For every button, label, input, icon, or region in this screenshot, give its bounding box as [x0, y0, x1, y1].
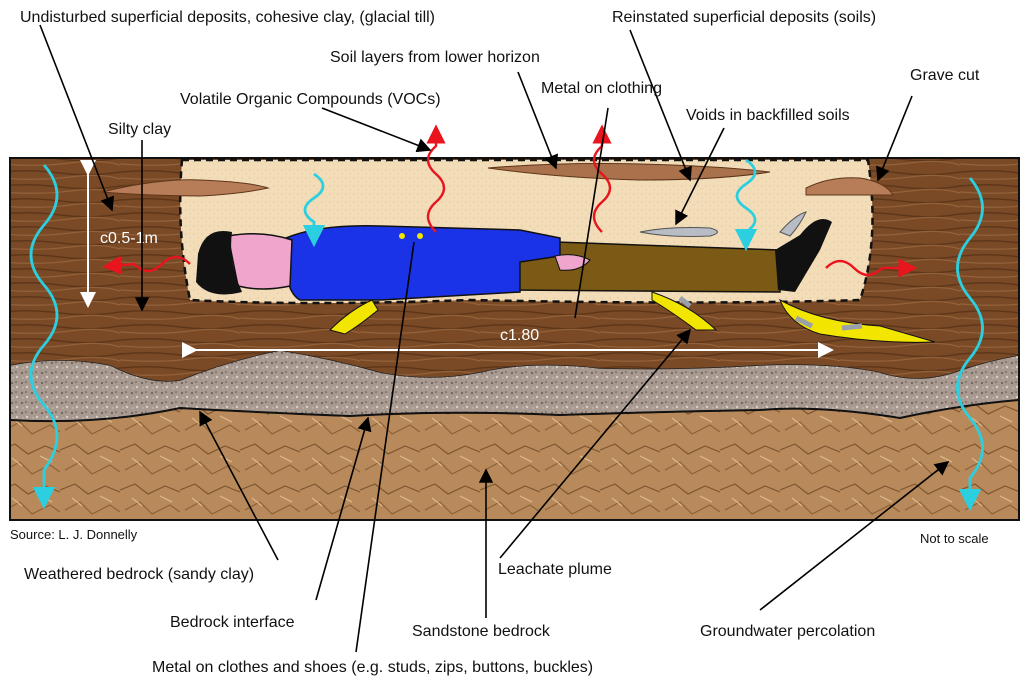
face — [228, 234, 292, 289]
button — [417, 233, 423, 239]
label-grave-cut: Grave cut — [910, 67, 980, 84]
label-weathered-bedrock: Weathered bedrock (sandy clay) — [24, 566, 254, 583]
label-metal-on-clothing: Metal on clothing — [541, 80, 662, 97]
label-not-to-scale: Not to scale — [920, 531, 989, 546]
label-metal-on-clothes-shoes: Metal on clothes and shoes (e.g. studs, … — [152, 659, 593, 676]
label-source: Source: L. J. Donnelly — [10, 527, 138, 542]
label-sandstone-bedrock: Sandstone bedrock — [412, 623, 551, 640]
label-silty-clay: Silty clay — [108, 121, 171, 138]
label-vocs: Volatile Organic Compounds (VOCs) — [180, 91, 441, 108]
label-soil-layers: Soil layers from lower horizon — [330, 49, 540, 66]
label-reinstated-deposits: Reinstated superficial deposits (soils) — [612, 9, 876, 26]
length-label: c1.80 — [500, 327, 539, 344]
label-leachate-plume: Leachate plume — [498, 561, 612, 578]
depth-label: c0.5-1m — [100, 230, 158, 247]
label-voids: Voids in backfilled soils — [686, 107, 850, 124]
button — [399, 233, 405, 239]
label-bedrock-interface: Bedrock interface — [170, 614, 295, 631]
label-undisturbed-deposits: Undisturbed superficial deposits, cohesi… — [20, 9, 435, 26]
leachate-plume-6 — [842, 326, 862, 328]
label-groundwater-percolation: Groundwater percolation — [700, 623, 875, 640]
